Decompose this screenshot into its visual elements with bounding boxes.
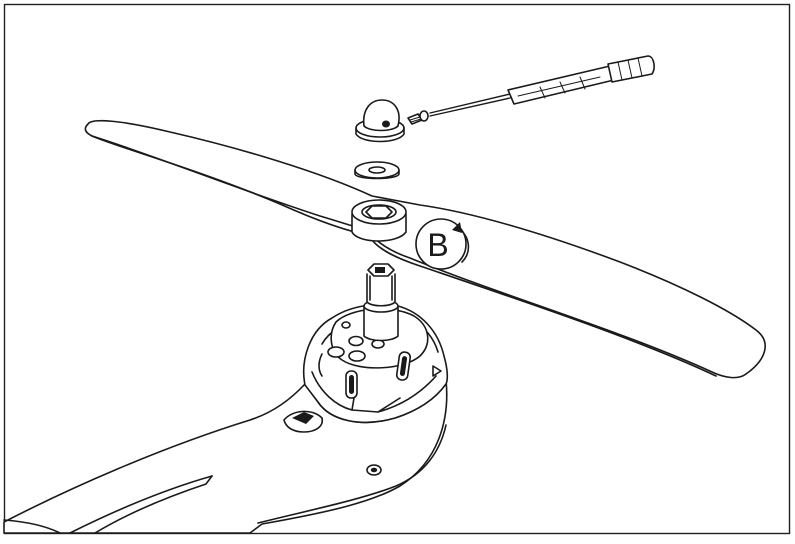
motor-side-slots	[345, 351, 412, 399]
screw	[407, 110, 429, 125]
rotation-label: B	[427, 227, 448, 263]
figure-border	[3, 3, 791, 535]
arm-logo-icon	[283, 410, 324, 433]
direction-arrow-icon	[432, 365, 442, 377]
rotation-direction-marker	[415, 218, 470, 270]
screwdriver-icon	[429, 55, 655, 117]
propeller-nut	[355, 99, 405, 143]
propeller-hub	[351, 199, 407, 242]
motor-vents	[318, 321, 385, 377]
washer	[354, 161, 400, 180]
motor-shaft	[363, 263, 399, 342]
